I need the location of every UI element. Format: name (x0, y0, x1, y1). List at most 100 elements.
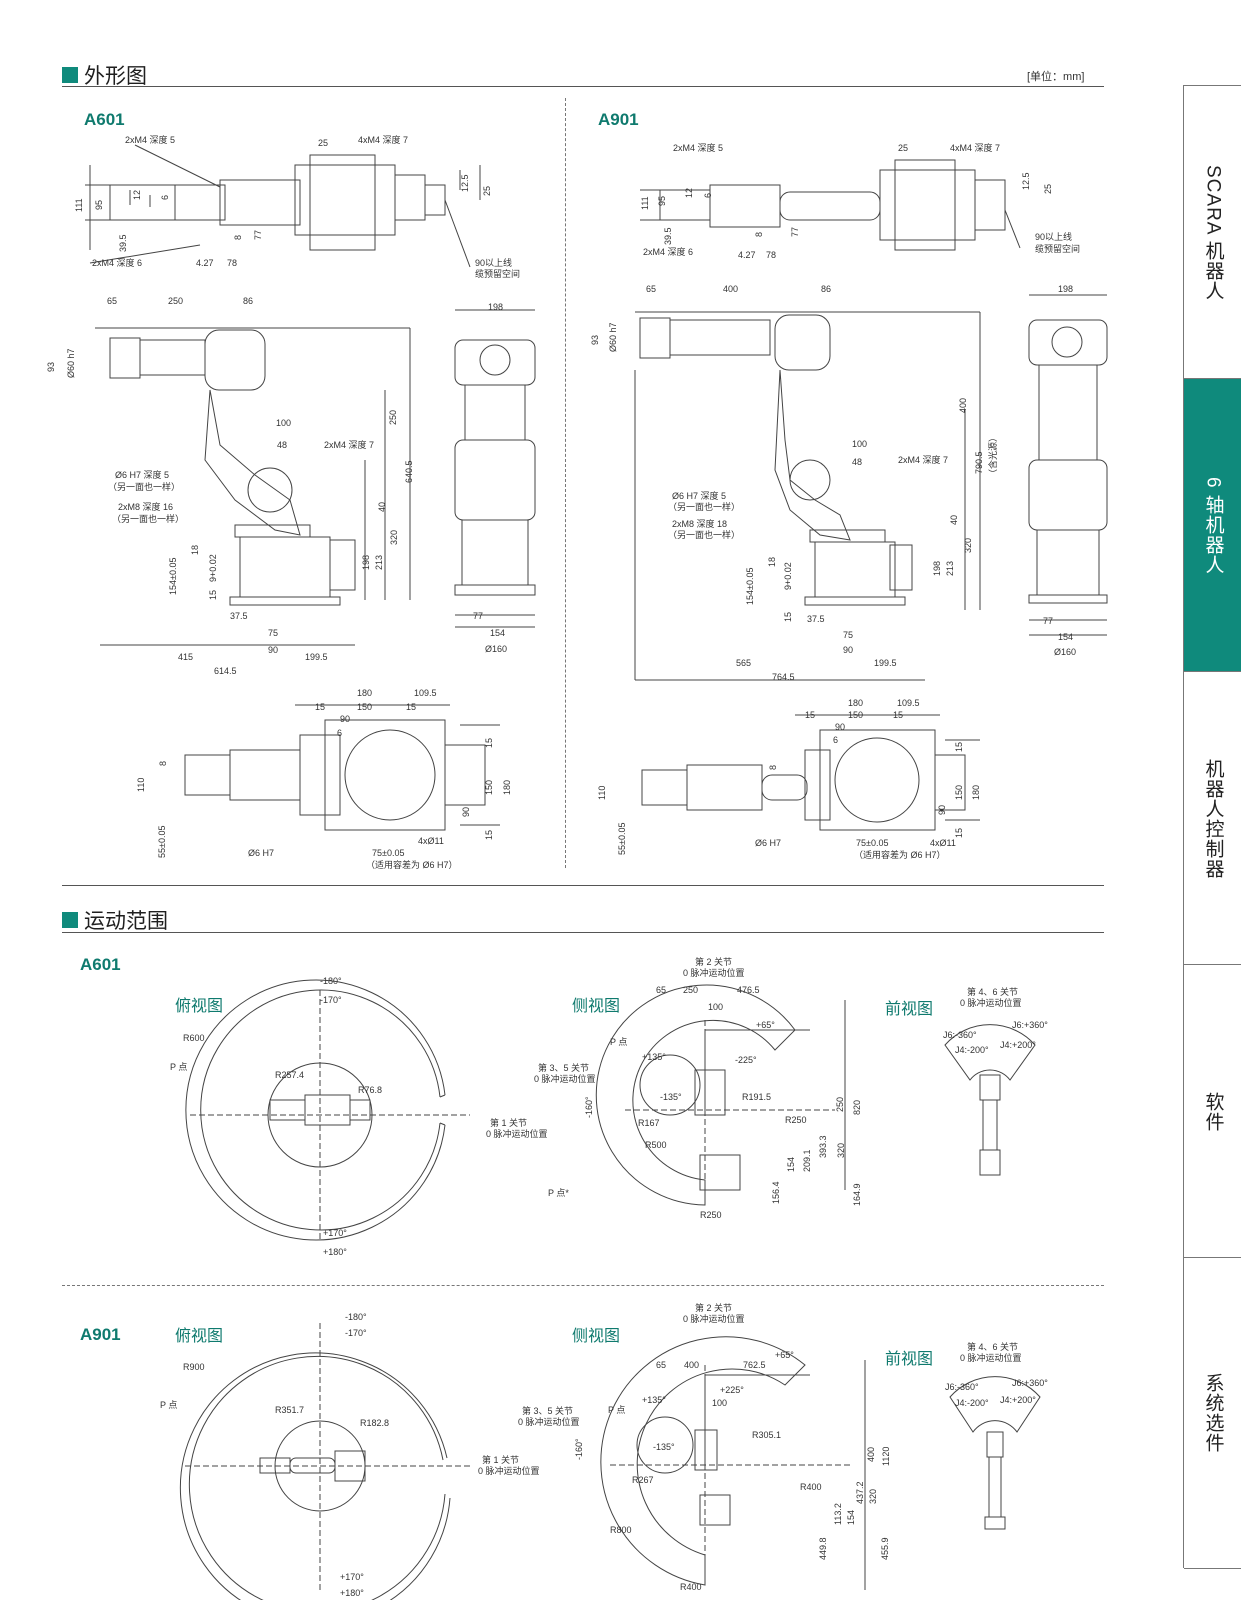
a601-side-dim-100: 100 (276, 418, 292, 428)
a601-side-label-4: （另一面也一样） (112, 514, 185, 524)
a901-base-dim-150: 150 (848, 710, 864, 720)
a901-side-dim-100: 100 (852, 439, 868, 449)
a601-top-dim-95: 95 (94, 199, 104, 210)
a901-top-radius-1: R900 (183, 1362, 205, 1372)
a901-front-angle-3: J4:-200° (955, 1398, 989, 1408)
a601-base-view-drawing (184, 704, 500, 831)
sidebar-item-controller[interactable]: 机器人控制器 (1184, 671, 1241, 965)
a601-base-dim-90: 90 (340, 714, 351, 724)
a601-side-range-r500: R500 (645, 1140, 667, 1150)
a901-side-range-angle-135a: +135° (642, 1395, 666, 1405)
a901-base-label-3: 75±0.05 (856, 838, 889, 848)
a901-top-dim-12: 12 (684, 187, 694, 198)
a601-top-dim-12: 12 (132, 189, 142, 200)
a601-side-vdim-320: 320 (389, 529, 399, 545)
a901-side-range-r400b: R400 (680, 1582, 702, 1592)
a901-front-view-drawing (1028, 294, 1108, 636)
a601-side-joint35-2: 0 脉冲运动位置 (534, 1074, 596, 1084)
a901-side-vdim-light: （含光源） (988, 432, 998, 478)
a601-top-dim-78: 78 (227, 258, 238, 268)
a601-side-vdim-18: 18 (190, 544, 200, 555)
a601-front-dim-77: 77 (473, 611, 484, 621)
a601-top-angle-1: -180° (320, 976, 342, 986)
a901-top-angle-1: -180° (345, 1312, 367, 1322)
a901-top-radius-3: R182.8 (360, 1418, 390, 1428)
sidebar-item-scara[interactable]: SCARA 机器人 (1184, 85, 1241, 379)
a601-side-view-drawing (95, 327, 411, 646)
a901-side-range-vdim-1120: 1120 (881, 1446, 891, 1466)
a901-top-label-2: 4xM4 深度 7 (950, 143, 1001, 153)
a901-side-range-r400a: R400 (800, 1482, 822, 1492)
a901-outline-model: A901 (598, 110, 639, 129)
a601-top-dim-25b: 25 (482, 185, 492, 196)
a601-base-dim-180: 180 (357, 688, 373, 698)
a601-top-range-drawing (185, 979, 470, 1241)
a901-side-dim-75: 75 (843, 630, 854, 640)
a901-side-vdim-154: 154±0.05 (745, 567, 755, 605)
a601-top-dim-8: 8 (233, 234, 243, 240)
a901-side-joint35-2: 0 脉冲运动位置 (518, 1417, 580, 1427)
section-marker-icon (62, 67, 78, 83)
a601-top-dim-12-5: 12.5 (460, 174, 470, 192)
a901-side-vdim-320: 320 (963, 537, 973, 553)
a601-side-range-vdim-209-1: 209.1 (802, 1149, 812, 1172)
a901-top-dim-95: 95 (657, 195, 667, 206)
a901-base-view-drawing (641, 714, 980, 831)
a901-side-vdim-213: 213 (945, 560, 955, 576)
a601-top-dim-4-27: 4.27 (196, 258, 214, 268)
a601-side-vdim-154: 154±0.05 (168, 557, 178, 595)
a601-top-dim-77: 77 (253, 229, 263, 240)
sidebar-item-software[interactable]: 软件 (1184, 964, 1241, 1258)
a601-top-angle-2: -170° (320, 995, 342, 1005)
a901-base-label-2: 4xØ11 (930, 838, 956, 848)
a601-top-joint1-2: 0 脉冲运动位置 (486, 1129, 548, 1139)
a901-base-vdim-8: 8 (768, 764, 778, 770)
unit-label: [单位：mm] (1027, 71, 1085, 83)
a901-side-range-r305-1: R305.1 (752, 1430, 782, 1440)
a901-top-radius-2: R351.7 (275, 1405, 305, 1415)
a601-side-range-r167: R167 (638, 1118, 660, 1128)
a601-side-range-vdim-154: 154 (786, 1156, 796, 1172)
a901-top-label-1: 2xM4 深度 5 (673, 143, 724, 153)
a901-front-angle-1: J6:-360° (945, 1382, 979, 1392)
a601-top-dim-111: 111 (74, 198, 84, 212)
a901-top-dim-77: 77 (790, 226, 800, 237)
a601-top-joint1-1: 第 1 关节 (490, 1118, 528, 1128)
sidebar-item-label: 软件 (1202, 1091, 1224, 1132)
a601-side-label-3: 2xM8 深度 16 (118, 502, 174, 512)
a901-base-vdim-15a: 15 (954, 741, 964, 752)
a901-side-range-dim-65: 65 (656, 1360, 667, 1370)
a901-base-vdim-55: 55±0.05 (617, 822, 627, 855)
a901-side-range-vdim-154: 154 (846, 1509, 856, 1525)
a901-side-vdim-15: 15 (783, 611, 793, 622)
a601-top-radius-3: R76.8 (358, 1085, 383, 1095)
a601-top-radius-1: R600 (183, 1033, 205, 1043)
a601-base-vdim-55: 55±0.05 (157, 825, 167, 858)
a901-top-label-3: 2xM4 深度 6 (643, 247, 694, 257)
a901-top-joint1-2: 0 脉冲运动位置 (478, 1466, 540, 1476)
a601-side-dim-75: 75 (268, 628, 279, 638)
a601-top-label-5: 缆预留空间 (475, 269, 521, 279)
a601-base-dim-109-5: 109.5 (414, 688, 437, 698)
sidebar-item-options[interactable]: 系统选件 (1184, 1257, 1241, 1569)
a601-top-dim-25a: 25 (318, 138, 329, 148)
a601-top-angle-3: +170° (323, 1228, 347, 1238)
a601-side-range-angle-225: -225° (735, 1055, 757, 1065)
a901-side-label-3: 2xM8 深度 18 (672, 519, 728, 529)
a601-side-joint2-2: 0 脉冲运动位置 (683, 968, 745, 978)
sidebar-item-6-axis[interactable]: 6 轴机器人 (1184, 378, 1241, 672)
a601-base-vdim-150: 150 (484, 779, 494, 795)
a901-side-range-vdim-113-2: 113.2 (833, 1503, 843, 1525)
a601-side-dim-48: 48 (277, 440, 288, 450)
a601-base-dim-15b: 15 (406, 702, 417, 712)
a601-base-vdim-90: 90 (461, 806, 471, 817)
a901-side-view-drawing (634, 311, 981, 681)
a601-side-range-vdim-820: 820 (852, 1099, 862, 1115)
a601-side-range-angle-135a: +135° (642, 1052, 666, 1062)
a901-top-dim-25a: 25 (898, 143, 909, 153)
a601-front-joints-1: 第 4、6 关节 (967, 987, 1019, 997)
a901-base-dim-180: 180 (848, 698, 864, 708)
a901-side-dim-565: 565 (736, 658, 752, 668)
a601-side-range-angle-65: +65° (756, 1020, 775, 1030)
a901-top-dim-8: 8 (754, 231, 764, 237)
